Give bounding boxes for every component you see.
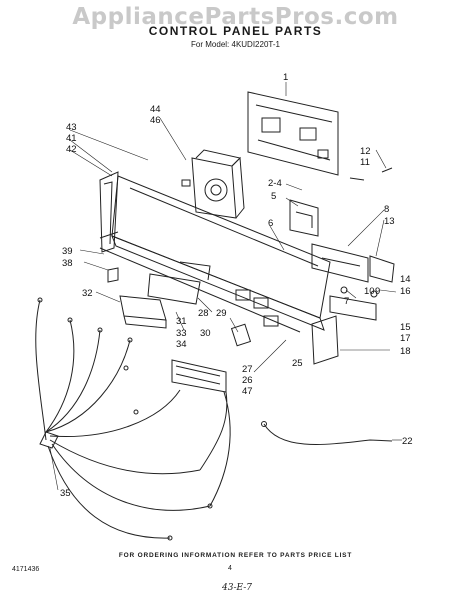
callout-1: 1 (283, 72, 288, 83)
callout-30: 30 (200, 328, 211, 339)
handwritten-note: 43-E-7 (222, 583, 252, 593)
callout-42: 42 (66, 144, 77, 155)
callout-12: 12 (360, 146, 371, 157)
callout-25: 25 (292, 358, 303, 369)
callout-31: 31 (176, 316, 187, 327)
callout-29: 29 (216, 308, 227, 319)
callout-38: 38 (62, 258, 73, 269)
callout-7: 7 (344, 296, 349, 307)
callout-8: 8 (384, 204, 389, 215)
part-connector (171, 359, 227, 393)
part-console (99, 175, 331, 333)
leader-lines (49, 82, 402, 491)
callout-28: 28 (198, 308, 209, 319)
callout-39: 39 (62, 246, 73, 257)
part-wire-harness (35, 297, 231, 541)
ordering-note: FOR ORDERING INFORMATION REFER TO PARTS … (118, 552, 353, 559)
callout-11: 11 (360, 157, 370, 168)
model-label: For Model: 4KUDI220T-1 (191, 40, 280, 49)
callout-26: 26 (242, 375, 253, 386)
callout-labels: 1 44 46 43 41 42 12 11 2-4 5 8 13 6 39 3… (60, 72, 413, 499)
part-end-cap-left (99, 171, 119, 253)
callout-18: 18 (400, 346, 411, 357)
callout-34: 34 (176, 339, 187, 350)
callout-27: 27 (242, 364, 253, 375)
callout-22: 22 (402, 436, 413, 447)
callout-9: 9 (375, 286, 380, 297)
diagram-title: CONTROL PANEL PARTS (148, 24, 323, 38)
callout-2-4: 2-4 (268, 178, 282, 189)
part-back-panel (247, 91, 339, 176)
callout-47: 47 (242, 386, 253, 397)
callout-32: 32 (82, 288, 93, 299)
callout-44: 44 (150, 104, 161, 115)
callout-5: 5 (271, 191, 276, 202)
part-bracket (119, 295, 167, 329)
part-switches (107, 261, 252, 347)
callout-35: 35 (60, 488, 71, 499)
part-end-cap-right (311, 315, 339, 365)
callout-15: 15 (400, 322, 411, 333)
document-number: 4171436 (12, 566, 40, 573)
callout-16: 16 (400, 286, 411, 297)
callout-43: 43 (66, 122, 77, 133)
callout-6: 6 (268, 218, 273, 229)
part-timer (181, 149, 245, 219)
part-right-assembly (289, 167, 395, 321)
page-number: 4 (228, 565, 232, 572)
callout-13: 13 (384, 216, 395, 227)
watermark: AppliancePartsPros.com (72, 4, 399, 30)
callout-41: 41 (66, 133, 77, 144)
part-sensor-wire (261, 421, 393, 445)
callout-46: 46 (150, 115, 161, 126)
callout-10: 10 (364, 286, 375, 297)
callout-33: 33 (176, 328, 187, 339)
callout-17: 17 (400, 333, 411, 344)
callout-14: 14 (400, 274, 411, 285)
